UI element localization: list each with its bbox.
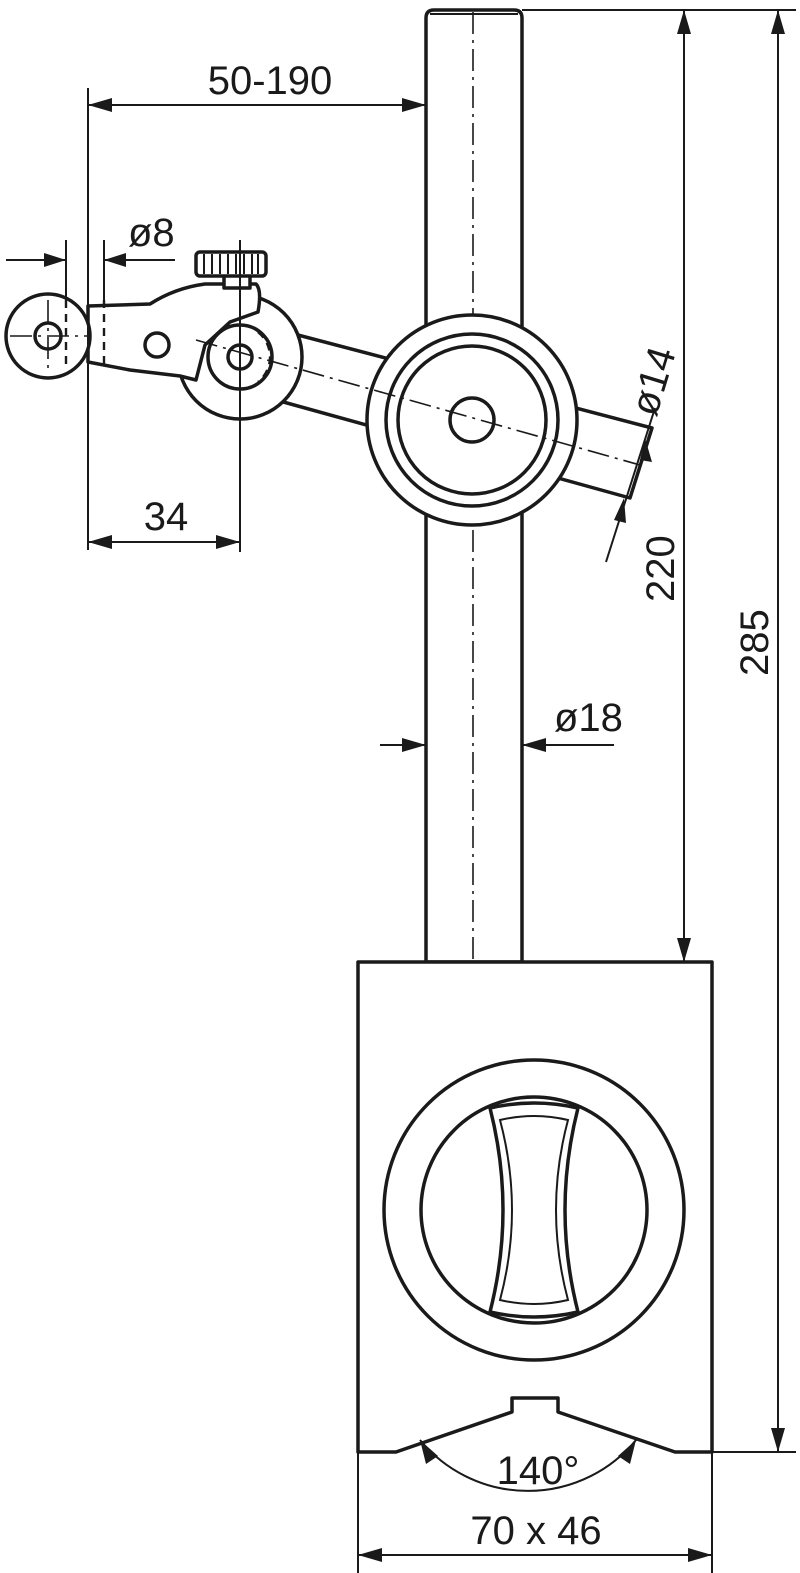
dim-rod-dia-label: ø8 — [128, 211, 175, 255]
dim-total-height: 285 — [690, 9, 796, 1453]
dim-reach-label: 50-190 — [208, 59, 333, 103]
dim-arm-dia-label: ø14 — [623, 342, 685, 421]
dim-prism-angle: 140° — [419, 1439, 637, 1493]
base-knob-icon — [488, 1101, 580, 1319]
dim-total-height-label: 285 — [733, 609, 777, 676]
dim-arm-height-label: 220 — [639, 535, 683, 602]
cross-clamp — [365, 313, 579, 527]
arm-centerlines — [10, 300, 641, 466]
holder-arm — [86, 282, 262, 382]
clamp-screw-icon — [194, 250, 268, 290]
dim-clamp-offset: 34 — [88, 240, 241, 552]
dim-reach: 50-190 — [87, 59, 426, 550]
dim-prism-angle-label: 140° — [497, 1449, 580, 1493]
dim-base-size-label: 70 x 46 — [470, 1509, 601, 1553]
magnetic-base — [356, 960, 714, 1454]
dim-clamp-offset-label: 34 — [144, 495, 189, 539]
dim-column-dia-label: ø18 — [554, 696, 623, 740]
dim-arm-height: 220 — [522, 9, 700, 963]
dim-column-dia: ø18 — [380, 696, 623, 752]
dim-base-size: 70 x 46 — [357, 1452, 713, 1573]
dim-rod-dia: ø8 — [6, 211, 175, 300]
